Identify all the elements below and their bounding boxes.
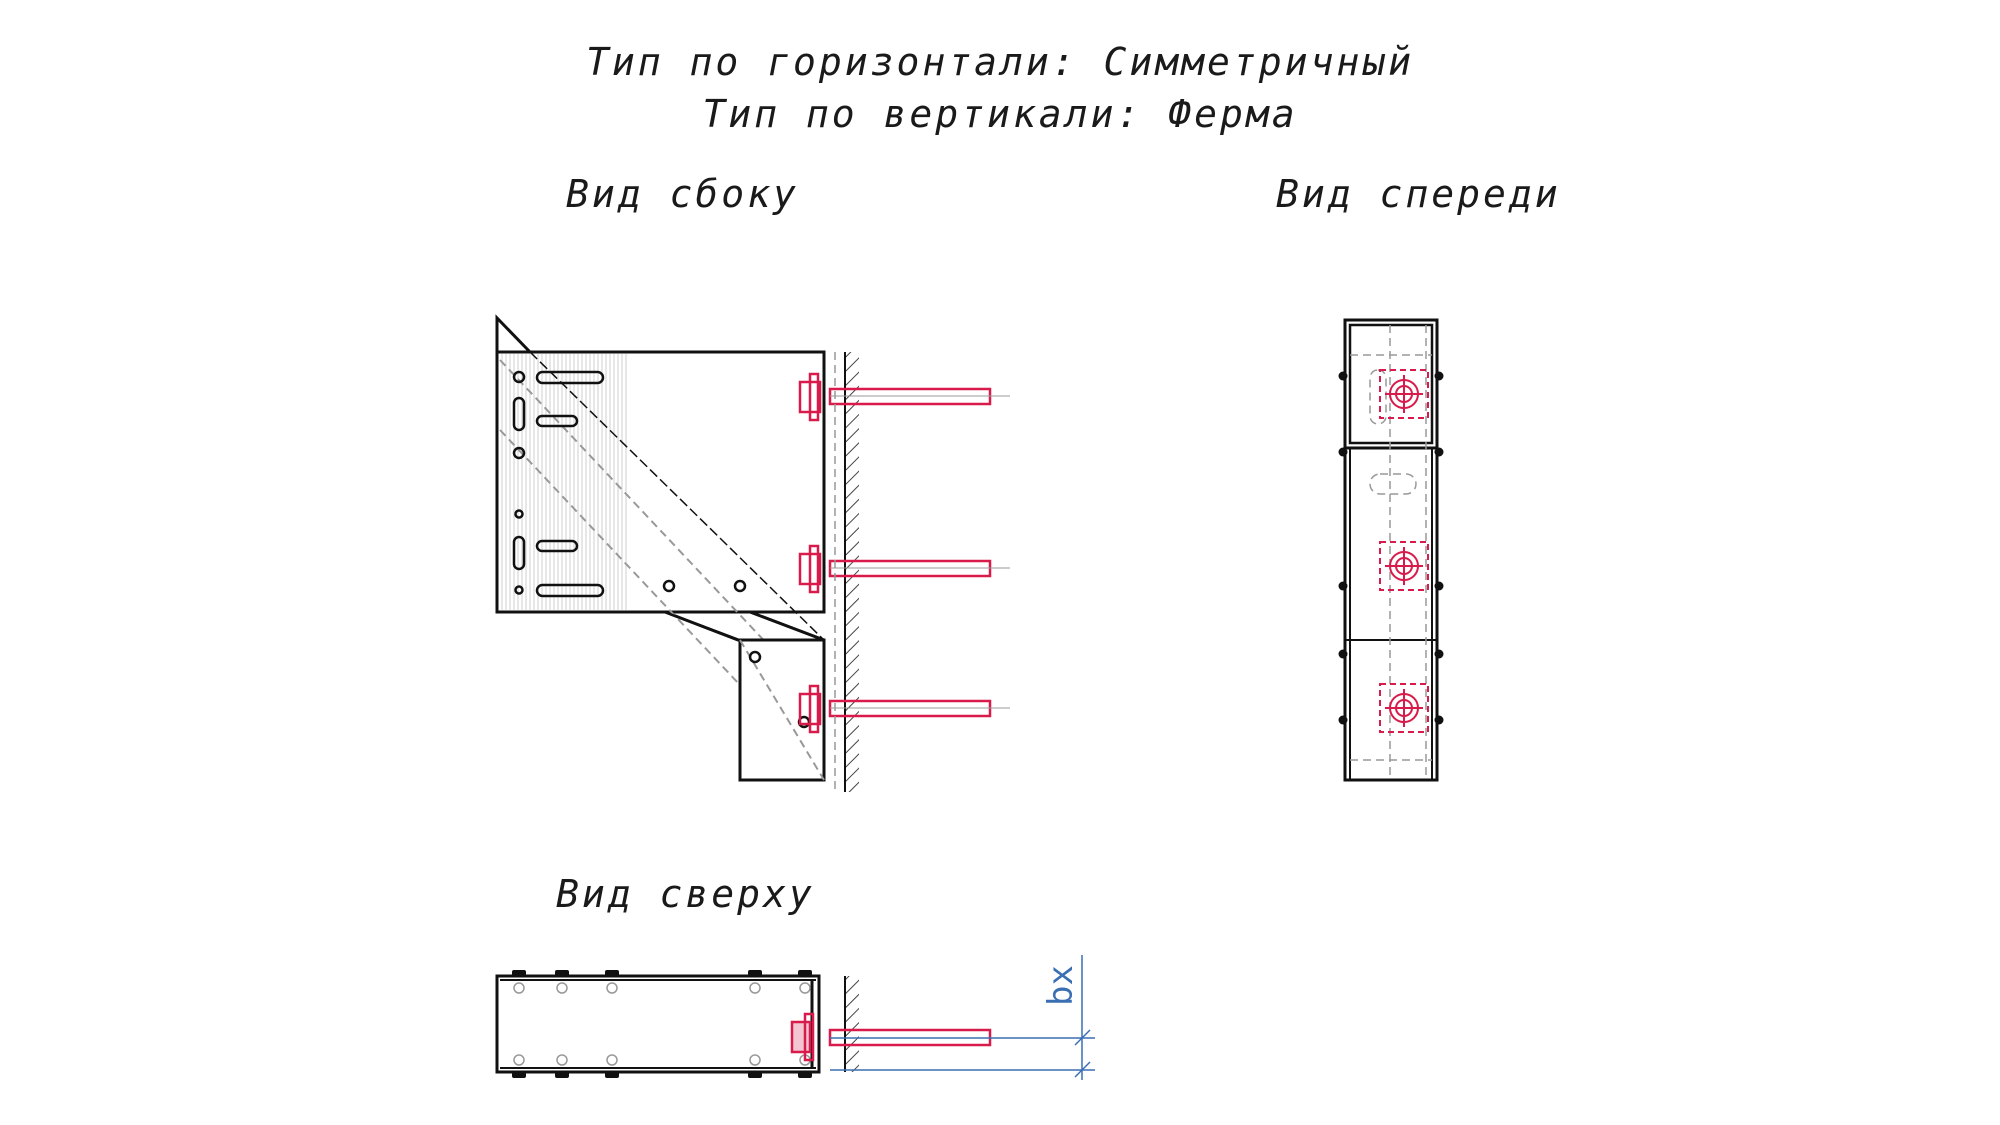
anchor-front-2 [1379, 541, 1429, 591]
anchor-front-1 [1379, 369, 1429, 419]
slot-horizontal [535, 370, 605, 385]
wall-hatch-side [845, 352, 859, 792]
front-upper-box [1348, 323, 1434, 445]
front-side-studs [1338, 371, 1444, 725]
bracket-top-tab [495, 314, 532, 354]
side-view [495, 314, 1010, 792]
slot-horizontal [535, 539, 579, 553]
slot-vertical [512, 535, 526, 571]
wall-hatch-top [845, 976, 859, 1072]
lower-plate-diagonal [739, 639, 825, 781]
anchor-side-1 [798, 372, 1010, 422]
rivets-side [512, 370, 811, 729]
slot-horizontal [535, 583, 605, 598]
diagonal-truss [664, 610, 825, 642]
side-view-label: Вид сбоку [566, 172, 799, 216]
anchor-front-3 [1379, 683, 1429, 733]
top-view-label: Вид сверху [556, 872, 815, 916]
anchor-side-3 [798, 684, 1010, 734]
truss-edge-upper [529, 351, 825, 641]
dimension-bx [830, 955, 1095, 1080]
anchor-top [790, 1012, 992, 1062]
truss-edge-lower [664, 611, 741, 641]
vertical-type-title: Тип по вертикали: Ферма [702, 92, 1298, 136]
front-view [1338, 318, 1444, 782]
slot-horizontal [535, 414, 579, 428]
anchor-side-2 [798, 544, 1010, 594]
top-view: bx [495, 955, 1095, 1080]
top-bracket-body [495, 974, 821, 1074]
dimension-bx-label: bx [1041, 965, 1081, 1006]
slot-vertical [512, 396, 526, 432]
front-view-label: Вид спереди [1276, 172, 1561, 216]
top-view-rivets [512, 970, 812, 1078]
horizontal-type-title: Тип по горизонтали: Симметричный [585, 40, 1415, 84]
bracket-fin-shading [499, 354, 629, 610]
